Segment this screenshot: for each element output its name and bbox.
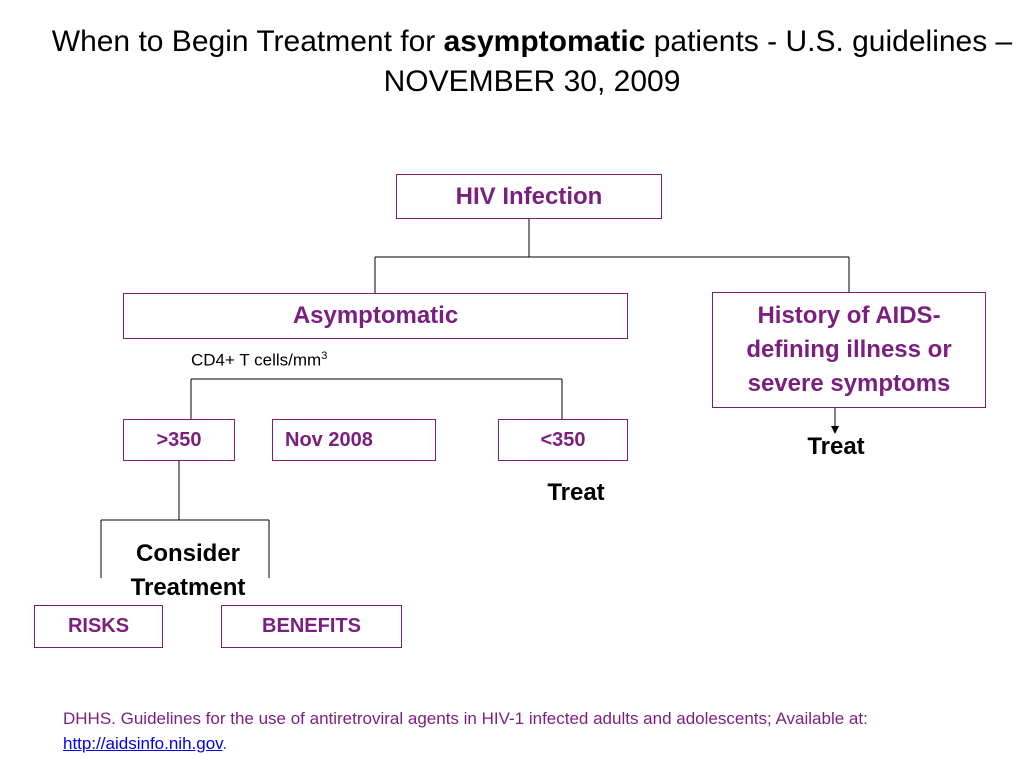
treat-below-350-label: Treat: [547, 479, 605, 506]
title-suffix: patients - U.S. guidelines – NOVEMBER 30…: [383, 25, 1013, 98]
history-aids-box: History of AIDS-defining illness or seve…: [712, 292, 986, 408]
nov-2008-label: Nov 2008: [285, 428, 373, 451]
treat-below-350: Treat: [530, 479, 622, 507]
nov-2008-box: Nov 2008: [272, 419, 436, 461]
title-emphasis: asymptomatic: [443, 25, 646, 58]
citation-end: .: [222, 734, 228, 753]
cd4-label-superscript: 3: [321, 350, 328, 362]
hiv-infection-box: HIV Infection: [396, 174, 662, 219]
history-aids-label: History of AIDS-defining illness or seve…: [746, 302, 952, 397]
risks-label: RISKS: [67, 615, 130, 637]
risks-box: RISKS: [34, 605, 163, 648]
aidsinfo-link[interactable]: http://aidsinfo.nih.gov: [63, 734, 223, 753]
cd4-count-label: CD4+ T cells/mm3: [191, 350, 327, 371]
benefits-box: BENEFITS: [221, 605, 402, 648]
citation-text: DHHS. Guidelines for the use of antiretr…: [63, 709, 868, 728]
asymptomatic-box: Asymptomatic: [123, 293, 628, 339]
consider-treatment-label: Consider Treatment: [130, 540, 246, 601]
below-350-label: <350: [540, 428, 586, 451]
above-350-box: >350: [123, 419, 235, 461]
title-prefix: When to Begin Treatment for: [51, 25, 444, 58]
cd4-label-text: CD4+ T cells/mm: [191, 350, 322, 370]
hiv-infection-label: HIV Infection: [455, 182, 603, 210]
citation: DHHS. Guidelines for the use of antiretr…: [63, 706, 1023, 756]
treat-history-label: Treat: [807, 433, 865, 460]
consider-treatment: Consider Treatment: [106, 537, 270, 605]
asymptomatic-label: Asymptomatic: [292, 302, 459, 329]
slide-title: When to Begin Treatment for asymptomatic…: [0, 22, 1024, 102]
below-350-box: <350: [498, 419, 628, 461]
above-350-label: >350: [156, 428, 202, 451]
treat-history: Treat: [790, 433, 882, 461]
benefits-label: BENEFITS: [262, 615, 361, 637]
